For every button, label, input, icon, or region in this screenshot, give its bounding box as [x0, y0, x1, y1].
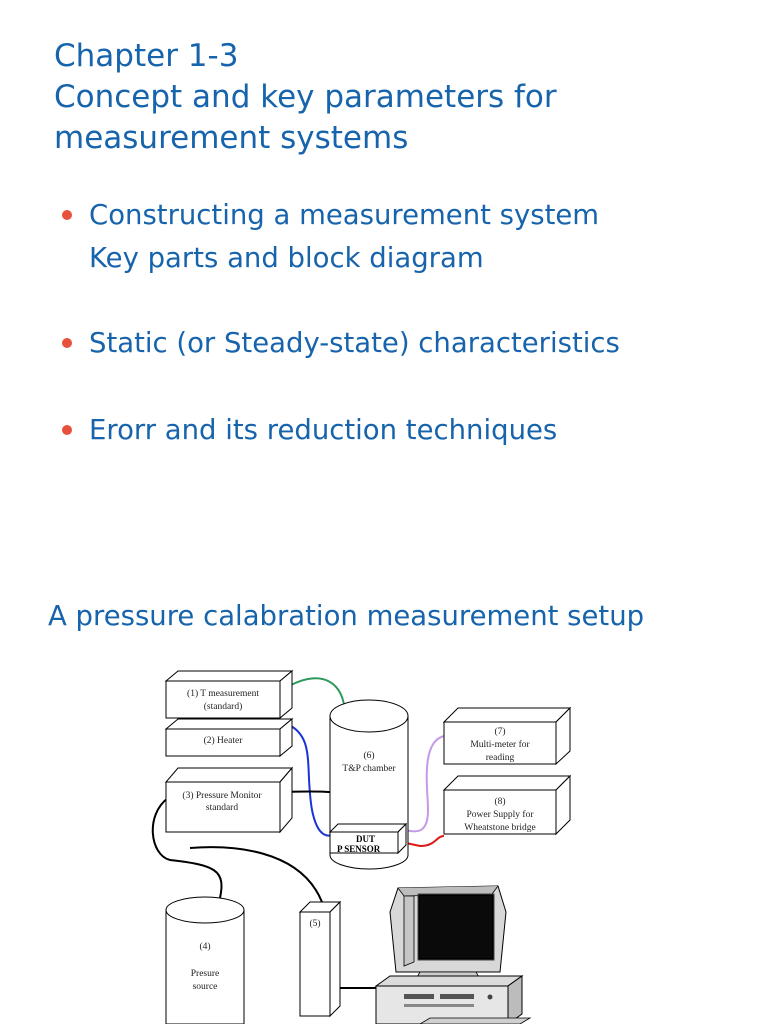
wire-purple: [405, 735, 445, 833]
computer-icon: [374, 885, 532, 1024]
bullet-text: Constructing a measurement system: [89, 199, 600, 231]
box8-label: (8): [494, 796, 505, 807]
title-line-3: measurement systems: [54, 120, 409, 156]
bullet-text: Erorr and its reduction techniques: [89, 414, 558, 446]
wire-black-source-tower: [189, 846, 323, 903]
box3-label: standard: [206, 803, 238, 813]
wire-blue: [290, 725, 339, 837]
box6-label: T&P chamber: [342, 764, 396, 774]
box4-label: (4): [199, 941, 210, 952]
bullet-item: Erorr and its reduction techniques: [62, 409, 752, 452]
pressure-source-cylinder: (4) Presure source: [165, 896, 245, 1024]
tower-box: (5): [298, 900, 342, 1018]
dut-sensor: DUT P SENSOR: [328, 822, 408, 855]
bullet-text: Static (or Steady-state) characteristics: [89, 327, 620, 359]
box-t-measurement: (1) T measurement (standard): [164, 669, 294, 720]
title-line-2: Concept and key parameters for: [54, 79, 557, 115]
box7-label: (7): [494, 726, 505, 737]
box-pressure-monitor: (3) Pressure Monitor standard: [164, 766, 294, 834]
bullet-dot-icon: [62, 425, 72, 435]
wire-red: [405, 835, 445, 848]
box8-label: Wheatstone bridge: [464, 823, 536, 833]
calibration-setup-diagram: (1) T measurement (standard) (2) Heater …: [0, 650, 768, 1024]
dut-label: DUT: [356, 834, 375, 844]
box5-label: (5): [309, 918, 320, 929]
title-line-1: Chapter 1-3: [54, 38, 239, 74]
box4-label: Presure: [191, 969, 220, 979]
box-power-supply: (8) Power Supply for Wheatstone bridge: [442, 774, 572, 836]
bullet-list: Constructing a measurement system Key pa…: [62, 194, 752, 452]
slide-title: Chapter 1-3 Concept and key parameters f…: [54, 36, 754, 159]
box7-label: reading: [486, 753, 515, 763]
bullet-text: Key parts and block diagram: [89, 242, 484, 274]
box7-label: Multi-meter for: [470, 739, 530, 750]
box2-label: (2) Heater: [204, 735, 244, 746]
box6-label: (6): [363, 750, 374, 761]
bullet-item: Constructing a measurement system Key pa…: [62, 194, 752, 280]
wire-black-monitor-source: [151, 797, 223, 899]
bullet-item: Static (or Steady-state) characteristics: [62, 322, 752, 365]
box4-label: source: [193, 982, 218, 992]
box8-label: Power Supply for: [466, 809, 534, 820]
box1-label: (standard): [204, 701, 243, 712]
box-multimeter: (7) Multi-meter for reading: [442, 706, 572, 766]
bullet-dot-icon: [62, 338, 72, 348]
box1-label: (1) T measurement: [187, 688, 259, 699]
dut-label: P SENSOR: [337, 844, 381, 854]
box-heater: (2) Heater: [164, 717, 294, 758]
box3-label: (3) Pressure Monitor: [182, 790, 262, 801]
bullet-dot-icon: [62, 210, 72, 220]
diagram-heading: A pressure calabration measurement setup: [48, 600, 645, 632]
